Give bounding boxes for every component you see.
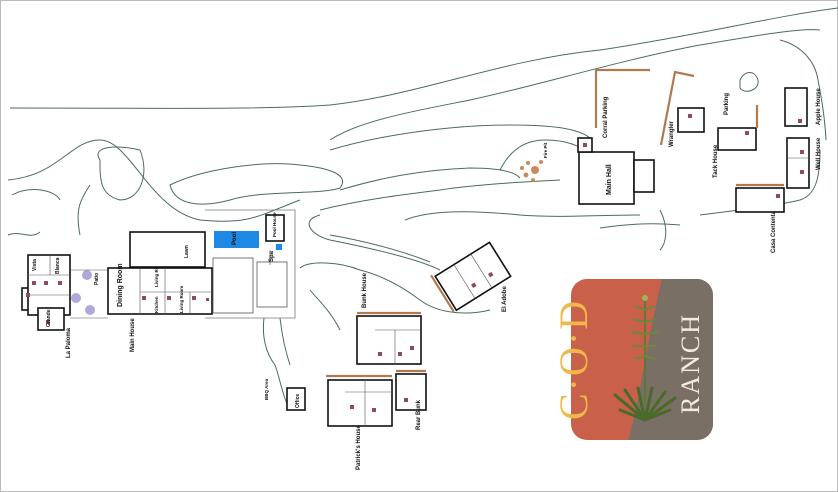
- label-grande: Grande: [46, 309, 52, 327]
- label-blanca: Blanca: [55, 257, 61, 274]
- label-tack-house: Tack House: [713, 144, 719, 178]
- label-bunk-house: Bunk House: [362, 272, 368, 308]
- patio-area: [70, 269, 108, 319]
- cod-ranch-logo: C·O·D RANCH: [551, 279, 713, 440]
- agave-icon: [613, 295, 677, 422]
- label-corral-parking: Corral Parking: [603, 96, 609, 138]
- pool: [214, 231, 259, 248]
- label-vista: Vista: [32, 259, 38, 271]
- terrain-lines: [7, 7, 838, 411]
- wrangler-building: [677, 107, 705, 133]
- label-rear-bunk: Rear Bunk: [416, 399, 422, 430]
- tack-house-building: [717, 127, 757, 151]
- label-well-house: Well House: [816, 137, 822, 170]
- label-patricks-house: Patrick's House: [356, 425, 362, 470]
- label-el-adobe: El Adobe: [502, 286, 508, 312]
- label-apple-house: Apple House: [816, 88, 822, 125]
- patio-slab: [212, 257, 254, 314]
- label-living-area: Living Room: [154, 260, 159, 287]
- logo-letters: C·O·D: [551, 299, 596, 420]
- label-office: Office: [295, 394, 301, 408]
- label-parking: Parking: [724, 93, 730, 115]
- fire-pit-area: [520, 160, 543, 182]
- label-dining-room: Dining Room: [117, 263, 124, 307]
- spa-slab: [256, 261, 288, 308]
- wrangler-fence: [659, 70, 695, 146]
- label-main-house: Main House: [130, 318, 136, 352]
- label-kitchen: Kitchen: [154, 296, 159, 313]
- well-house-building: [786, 137, 810, 189]
- office-building: [286, 387, 306, 411]
- patricks-house-building: [326, 374, 393, 427]
- label-lawn: Lawn: [184, 245, 190, 258]
- rear-bunk-building: [395, 373, 427, 411]
- label-pool: Pool: [232, 232, 238, 245]
- spa: [276, 244, 282, 250]
- label-patio: Patio: [94, 273, 100, 285]
- label-bbq-area: BBQ Area: [264, 378, 269, 400]
- logo-word: RANCH: [676, 313, 705, 414]
- bunk-house-building: [356, 311, 422, 365]
- casa-contenta-building: [735, 187, 785, 213]
- pool-house-building: [265, 214, 285, 242]
- label-living-room: Living Room: [179, 286, 184, 313]
- label-pool-house: Pool House: [272, 212, 277, 237]
- la-paloma-building: [21, 254, 71, 331]
- label-la-paloma: La Paloma: [66, 327, 72, 358]
- apple-house-building: [784, 87, 808, 127]
- label-main-hall: Main Hall: [606, 164, 613, 195]
- label-casa-contenta: Casa Contenta: [771, 210, 777, 253]
- el-adobe-building: [430, 241, 512, 313]
- label-spa: Spa: [269, 250, 275, 262]
- main-house-building: [107, 267, 213, 315]
- corral-fence: [594, 68, 650, 128]
- main-hall-building: [577, 137, 655, 205]
- lawn-area: [129, 231, 206, 268]
- label-fire-pit: Fire Pit: [543, 142, 548, 158]
- label-wrangler: Wrangler: [669, 120, 675, 147]
